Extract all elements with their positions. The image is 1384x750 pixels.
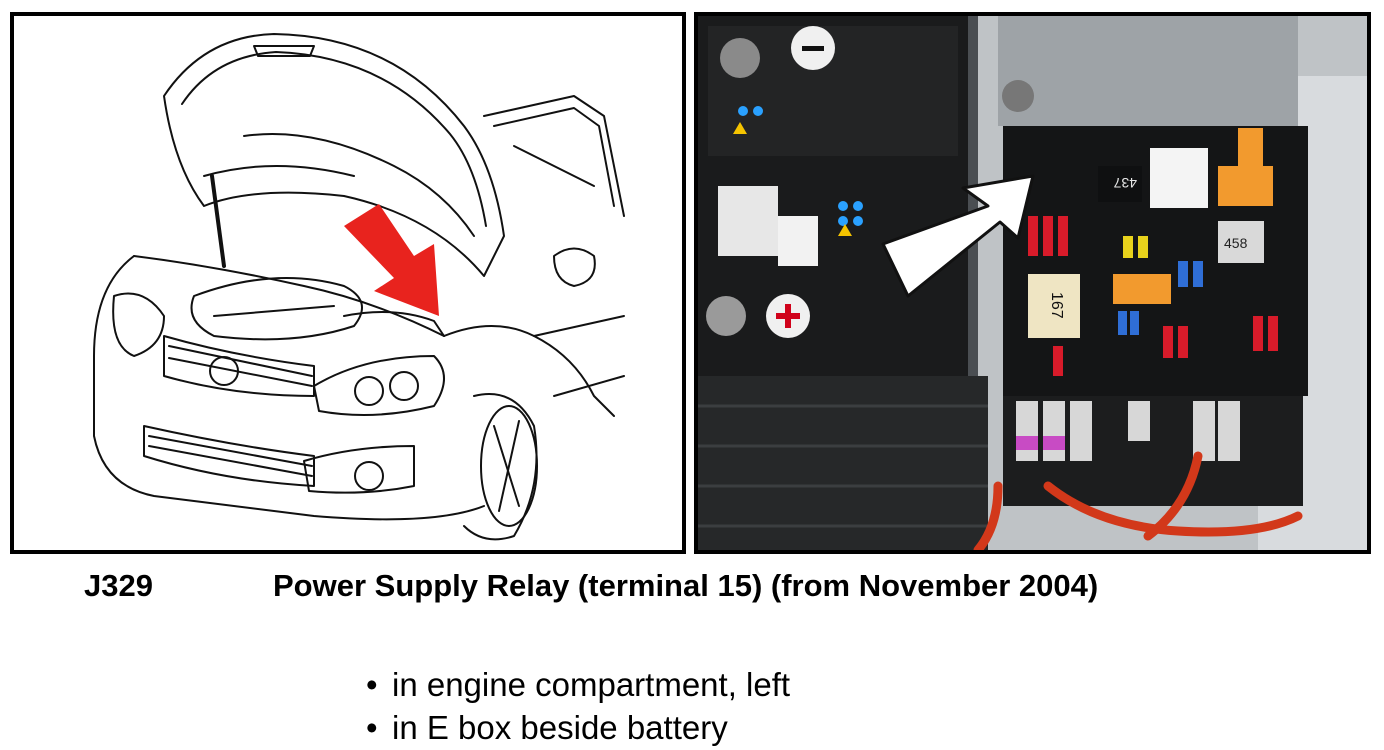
bullet-icon: • xyxy=(366,666,378,703)
fuse-box-photo-panel: 458 167 437 xyxy=(694,12,1371,554)
bullet-icon: • xyxy=(366,709,378,746)
component-code: J329 xyxy=(84,568,153,603)
location-list: • in engine compartment, left • in E box b… xyxy=(366,663,790,749)
list-item: • in engine compartment, left xyxy=(366,663,790,706)
red-arrow-icon xyxy=(344,204,439,316)
car-line-drawing xyxy=(93,33,625,541)
list-item: • in E box beside battery xyxy=(366,706,790,749)
caption: J329 Power Supply Relay (terminal 15) (f… xyxy=(0,568,1384,608)
white-arrow-icon xyxy=(881,174,1035,298)
component-name: Power Supply Relay (terminal 15) (from N… xyxy=(273,568,1099,603)
relay-label-167: 167 xyxy=(1048,292,1065,319)
engine-bay-photo: 458 167 437 xyxy=(698,16,1367,550)
relay-label-437: 437 xyxy=(1113,175,1137,191)
car-diagram-panel xyxy=(10,12,686,554)
location-text: in E box beside battery xyxy=(392,709,728,746)
relay-label-458: 458 xyxy=(1224,235,1248,251)
location-text: in engine compartment, left xyxy=(392,666,791,703)
